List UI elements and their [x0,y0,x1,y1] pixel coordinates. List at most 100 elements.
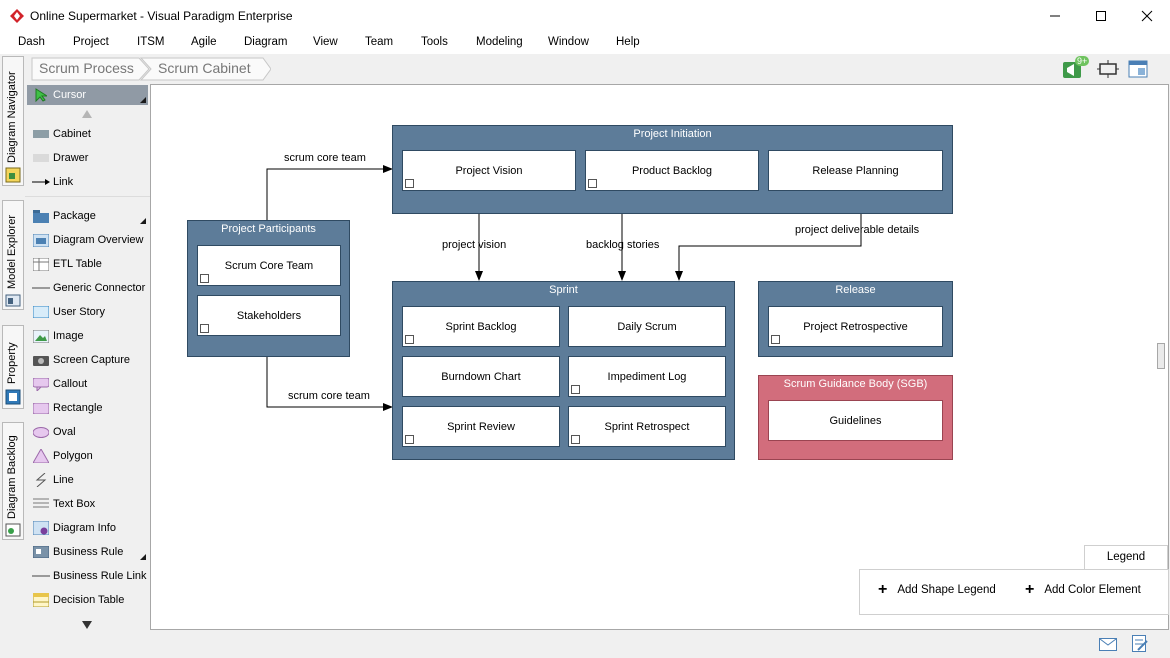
diagram-canvas[interactable]: scrum core team scrum core team project … [150,84,1169,630]
tab-model-explorer[interactable]: Model Explorer [2,200,24,310]
link-arrow-icon[interactable] [571,435,580,444]
menu-window[interactable]: Window [548,36,589,48]
palette-polygon[interactable]: Polygon [27,446,148,466]
palette-line[interactable]: Line [27,470,148,490]
menu-project[interactable]: Project [73,36,109,48]
drawer-sprint-retrospect[interactable]: Sprint Retrospect [568,406,726,447]
palette-oval[interactable]: Oval [27,422,148,442]
tab-property[interactable]: Property [2,325,24,409]
link-arrow-icon[interactable] [571,385,580,394]
cabinet-project-participants[interactable]: Project Participants Scrum Core Team Sta… [187,220,350,357]
palette-text-box[interactable]: Text Box [27,494,148,514]
notification-badge: 9+ [1075,56,1090,66]
link-arrow-icon[interactable] [405,435,414,444]
drawer-burndown-chart[interactable]: Burndown Chart [402,356,560,397]
palette-callout[interactable]: Callout [27,374,148,394]
palette-business-rule[interactable]: Business Rule [27,542,148,562]
palette-rectangle[interactable]: Rectangle [27,398,148,418]
mail-icon[interactable] [1099,638,1117,651]
tab-diagram-backlog[interactable]: Diagram Backlog [2,422,24,540]
fit-diagram-button[interactable] [1097,60,1119,78]
connector-label-core-team-top: scrum core team [284,152,366,164]
connector-layer [266,165,862,411]
breadcrumb-scrum-process[interactable]: Scrum Process [39,60,134,76]
drawer-daily-scrum[interactable]: Daily Scrum [568,306,726,347]
plus-icon: + [878,581,888,598]
legend-tab[interactable]: Legend [1084,545,1168,570]
menu-dash[interactable]: Dash [18,36,45,48]
cabinet-sprint[interactable]: Sprint Sprint Backlog Daily Scrum Burndo… [392,281,735,460]
palette-user-story[interactable]: User Story [27,302,148,322]
link-arrow-icon[interactable] [588,179,597,188]
menu-itsm[interactable]: ITSM [137,36,165,48]
close-button[interactable] [1124,0,1170,32]
menu-team[interactable]: Team [365,36,394,48]
menu-agile[interactable]: Agile [191,36,217,48]
palette-decision-table[interactable]: Decision Table [27,590,148,610]
palette-image[interactable]: Image [27,326,148,346]
drawer-project-vision[interactable]: Project Vision [402,150,576,191]
document-edit-icon[interactable] [1132,635,1148,653]
scroll-up-icon[interactable] [82,110,92,118]
palette-cursor[interactable]: Cursor [27,85,148,105]
canvas-resize-handle[interactable] [1157,343,1165,369]
palette-label: Cursor [53,89,87,101]
connector-deliverable-details[interactable] [675,214,862,281]
breadcrumb-scrum-cabinet[interactable]: Scrum Cabinet [158,60,251,76]
palette-diagram-info[interactable]: Diagram Info [27,518,148,538]
cabinet-project-initiation[interactable]: Project Initiation Project Vision Produc… [392,125,953,214]
scroll-down-icon[interactable] [82,621,92,629]
layout-panel-icon [1128,60,1148,78]
drawer-impediment-log[interactable]: Impediment Log [568,356,726,397]
drawer-scrum-core-team[interactable]: Scrum Core Team [197,245,341,286]
link-arrow-icon[interactable] [405,179,414,188]
drawer-sprint-review[interactable]: Sprint Review [402,406,560,447]
package-icon [32,209,50,223]
add-shape-legend-button[interactable]: + Add Shape Legend [878,581,996,598]
palette-generic-connector[interactable]: Generic Connector [27,278,148,298]
tab-diagram-navigator-label: Diagram Navigator [6,71,18,163]
drawer-stakeholders[interactable]: Stakeholders [197,295,341,336]
connector-core-team-top[interactable] [266,165,393,220]
side-tab-strip: Diagram Navigator Model Explorer Propert… [0,54,25,658]
link-arrow-icon[interactable] [200,324,209,333]
palette-etl-table[interactable]: ETL Table [27,254,148,274]
connector-core-team-bottom[interactable] [266,357,393,411]
drawer-product-backlog[interactable]: Product Backlog [585,150,759,191]
link-arrow-icon[interactable] [405,335,414,344]
cabinet-release[interactable]: Release Project Retrospective [758,281,953,357]
menu-tools[interactable]: Tools [421,36,448,48]
link-arrow-icon[interactable] [771,335,780,344]
palette-cabinet[interactable]: Cabinet [27,124,148,144]
diagram-info-icon [32,521,50,535]
minimize-button[interactable] [1032,0,1078,32]
menu-modeling[interactable]: Modeling [476,36,523,48]
drawer-release-planning[interactable]: Release Planning [768,150,943,191]
notification-button[interactable]: 9+ [1062,56,1090,80]
add-color-element-button[interactable]: + Add Color Element [1025,581,1141,598]
drawer-guidelines[interactable]: Guidelines [768,400,943,441]
palette-drawer[interactable]: Drawer [27,148,148,168]
cabinet-scrum-guidance-body[interactable]: Scrum Guidance Body (SGB) Guidelines [758,375,953,460]
decision-table-icon [32,593,50,607]
menu-view[interactable]: View [313,36,338,48]
palette-screen-capture[interactable]: Screen Capture [27,350,148,370]
drawer-sprint-backlog[interactable]: Sprint Backlog [402,306,560,347]
link-arrow-icon[interactable] [200,274,209,283]
layout-button[interactable] [1128,59,1148,79]
palette-diagram-overview[interactable]: Diagram Overview [27,230,148,250]
tab-model-explorer-label: Model Explorer [6,215,18,289]
callout-icon [32,377,50,391]
camera-icon [32,353,50,367]
menu-diagram[interactable]: Diagram [244,36,288,48]
status-bar [0,630,1170,658]
maximize-button[interactable] [1078,0,1124,32]
plus-icon: + [1025,581,1035,598]
tab-diagram-navigator[interactable]: Diagram Navigator [2,56,24,186]
menu-help[interactable]: Help [616,36,640,48]
palette-link[interactable]: Link [27,172,148,192]
drawer-project-retrospective[interactable]: Project Retrospective [768,306,943,347]
palette-business-rule-link[interactable]: Business Rule Link [27,566,148,586]
drawer-label: Sprint Retrospect [604,420,690,433]
palette-package[interactable]: Package [27,206,148,226]
